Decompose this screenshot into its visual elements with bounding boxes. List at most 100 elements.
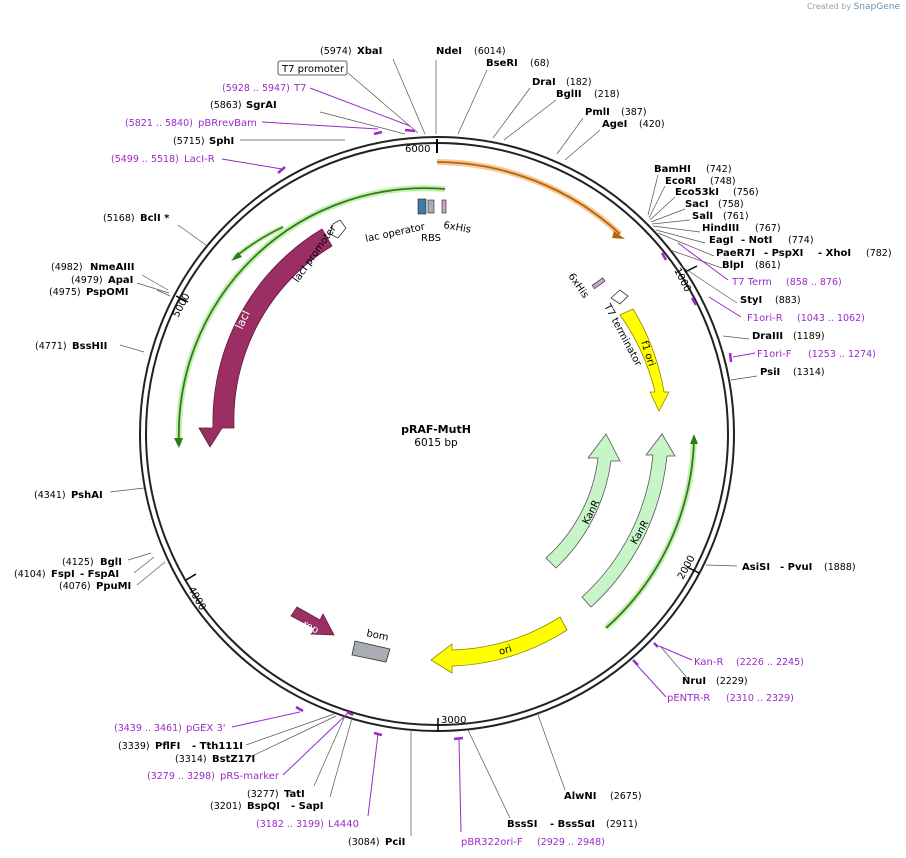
enzyme-bstz17i: BstZ17I [212, 754, 255, 765]
enzyme-pflfi-pos: (3339) [118, 741, 150, 752]
enzyme-sali: SalI [692, 211, 713, 222]
enzyme-hindiii-pos: (767) [755, 223, 781, 234]
enzyme-eagi: EagI [709, 235, 733, 246]
enzyme-bspqi-pos: (3201) [210, 801, 242, 812]
enzyme-apai-pos: (4979) [71, 275, 103, 286]
enzyme-ecori: EcoRI [665, 176, 696, 187]
primer-prs-marker-range: (3279 .. 3298) [147, 771, 215, 782]
t7-promoter-box [277, 60, 348, 76]
enzyme-bcli-pos: (5168) [103, 213, 135, 224]
enzyme-bsshii-pos: (4771) [35, 341, 67, 352]
enzyme-paer7i: PaeR7I [716, 248, 755, 259]
lac-operator-block [417, 198, 427, 215]
enzyme-bamhi: BamHI [654, 164, 691, 175]
enzyme-drai: DraI [532, 77, 556, 88]
primer-pgex3-range: (3439 .. 3461) [114, 723, 182, 734]
enzyme-pmli-pos: (387) [621, 107, 647, 118]
enzyme-agei-pos: (420) [639, 119, 665, 130]
enzyme-xhoi: - XhoI [818, 248, 851, 259]
enzyme-ppumi-pos: (4076) [59, 581, 91, 592]
f1-ori-arrow [619, 308, 670, 412]
enzyme-bsshii: BssHII [72, 341, 107, 352]
ori-label: ori [498, 644, 514, 658]
enzyme-ppumi: PpuMI [96, 581, 131, 592]
enzyme-alwni-pos: (2675) [610, 791, 642, 802]
primer-l4440: L4440 [328, 819, 359, 830]
rbs-block [427, 199, 435, 214]
primer-f1ori-f: F1ori-F [757, 349, 792, 360]
enzyme-bseri: BseRI [486, 58, 518, 69]
enzyme-drai-pos: (182) [566, 77, 592, 88]
enzyme-nmeaiii: NmeAIII [90, 262, 134, 273]
credit-brand: SnapGene [853, 2, 900, 12]
snapgene-credit: Created by SnapGene [807, 2, 900, 12]
enzyme-sphi-pos: (5715) [173, 136, 205, 147]
enzyme-bglii-pos: (218) [594, 89, 620, 100]
plasmid-size: 6015 bp [414, 437, 458, 449]
tick-1000-mark [684, 265, 698, 273]
enzyme-bglii: BglII [556, 89, 582, 100]
lac-operator-label: lac operator [364, 221, 426, 245]
enzyme-styi: StyI [740, 295, 762, 306]
primer-prs-marker: pRS-marker [220, 771, 280, 782]
enzyme-bsssi: BssSI [507, 819, 537, 830]
his-tag-top-label: 6xHis [442, 220, 471, 236]
t7-promoter-label: T7 promoter [281, 64, 345, 75]
enzyme-saci-pos: (758) [718, 199, 744, 210]
enzyme-pshai-pos: (4341) [34, 490, 66, 501]
kanR-cds-arc-halo [604, 439, 697, 631]
primer-l4440-range: (3182 .. 3199) [256, 819, 324, 830]
lacI-promoter-arrow [329, 219, 347, 239]
his-tag-right-block [591, 277, 606, 290]
enzyme-bcli: BclI * [140, 213, 170, 224]
enzyme-ecori-pos: (748) [710, 176, 736, 187]
enzyme-fspai: - FspAI [80, 569, 119, 580]
enzyme-pvui: - PvuI [780, 562, 812, 573]
primer-t7: T7 [293, 83, 306, 94]
kanR-outer-arrow [581, 433, 676, 608]
primer-marks [277, 128, 733, 741]
enzyme-blpi: BlpI [722, 260, 744, 271]
backbone-outer [139, 136, 735, 732]
enzyme-bsssai: - BssSαI [550, 819, 595, 830]
enzyme-pflfi: PflFI [155, 741, 180, 752]
primer-t7-term: T7 Term [731, 277, 772, 288]
tick-2000-label: 2000 [676, 554, 698, 582]
enzyme-eco53ki: Eco53kI [675, 187, 719, 198]
bom-label: bom [365, 628, 389, 643]
primer-t7-range: (5928 .. 5947) [222, 83, 290, 94]
bom-block [351, 640, 391, 663]
enzyme-apai: ApaI [108, 275, 133, 286]
enzyme-pspxi: - PspXI [764, 248, 803, 259]
primer-f1ori-r: F1ori-R [747, 313, 783, 324]
enzyme-tati-pos: (3277) [247, 789, 279, 800]
enzyme-eagi-pos: (774) [788, 235, 814, 246]
enzyme-bspqi: BspQI [247, 801, 280, 812]
kanR-cds-arc [605, 439, 695, 629]
primer-pgex3: pGEX 3' [186, 723, 226, 734]
orf-arc [436, 161, 621, 235]
primer-lines [221, 87, 756, 833]
plasmid-name: pRAF-MutH [401, 423, 471, 436]
tick-2000-mark [686, 566, 700, 574]
enzyme-fspi-pos: (4104) [14, 569, 46, 580]
enzyme-blpi-pos: (861) [755, 260, 781, 271]
primer-kan-r: Kan-R [694, 657, 723, 668]
t7-terminator-arrow [610, 289, 629, 305]
enzyme-bamhi-pos: (742) [706, 164, 732, 175]
enzyme-sgrai-pos: (5863) [210, 100, 242, 111]
enzyme-eco53ki-pos: (756) [733, 187, 759, 198]
primer-pentr-r: pENTR-R [667, 693, 710, 704]
his-tag-top-block [441, 199, 447, 214]
enzyme-pspomi-pos: (4975) [49, 287, 81, 298]
leader-lines [109, 58, 758, 836]
enzyme-alwni: AlwNI [564, 791, 597, 802]
enzyme-xbai-pos: (5974) [320, 46, 352, 57]
enzyme-noti: - NotI [741, 235, 772, 246]
his-tag-right-label: 6xHis [566, 271, 591, 300]
lacI-cds-arrowhead [174, 438, 183, 448]
enzyme-pshai: PshAI [71, 490, 103, 501]
kanR-cds-arrowhead [690, 434, 698, 444]
enzyme-sphi: SphI [209, 136, 234, 147]
